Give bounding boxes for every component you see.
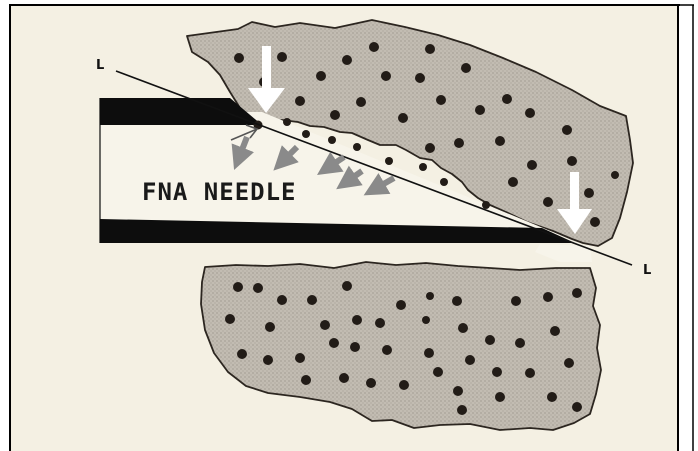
line-label-top: L bbox=[96, 58, 104, 73]
line-label-bottom: L bbox=[643, 263, 651, 278]
needle-label: FNA NEEDLE bbox=[142, 178, 297, 206]
